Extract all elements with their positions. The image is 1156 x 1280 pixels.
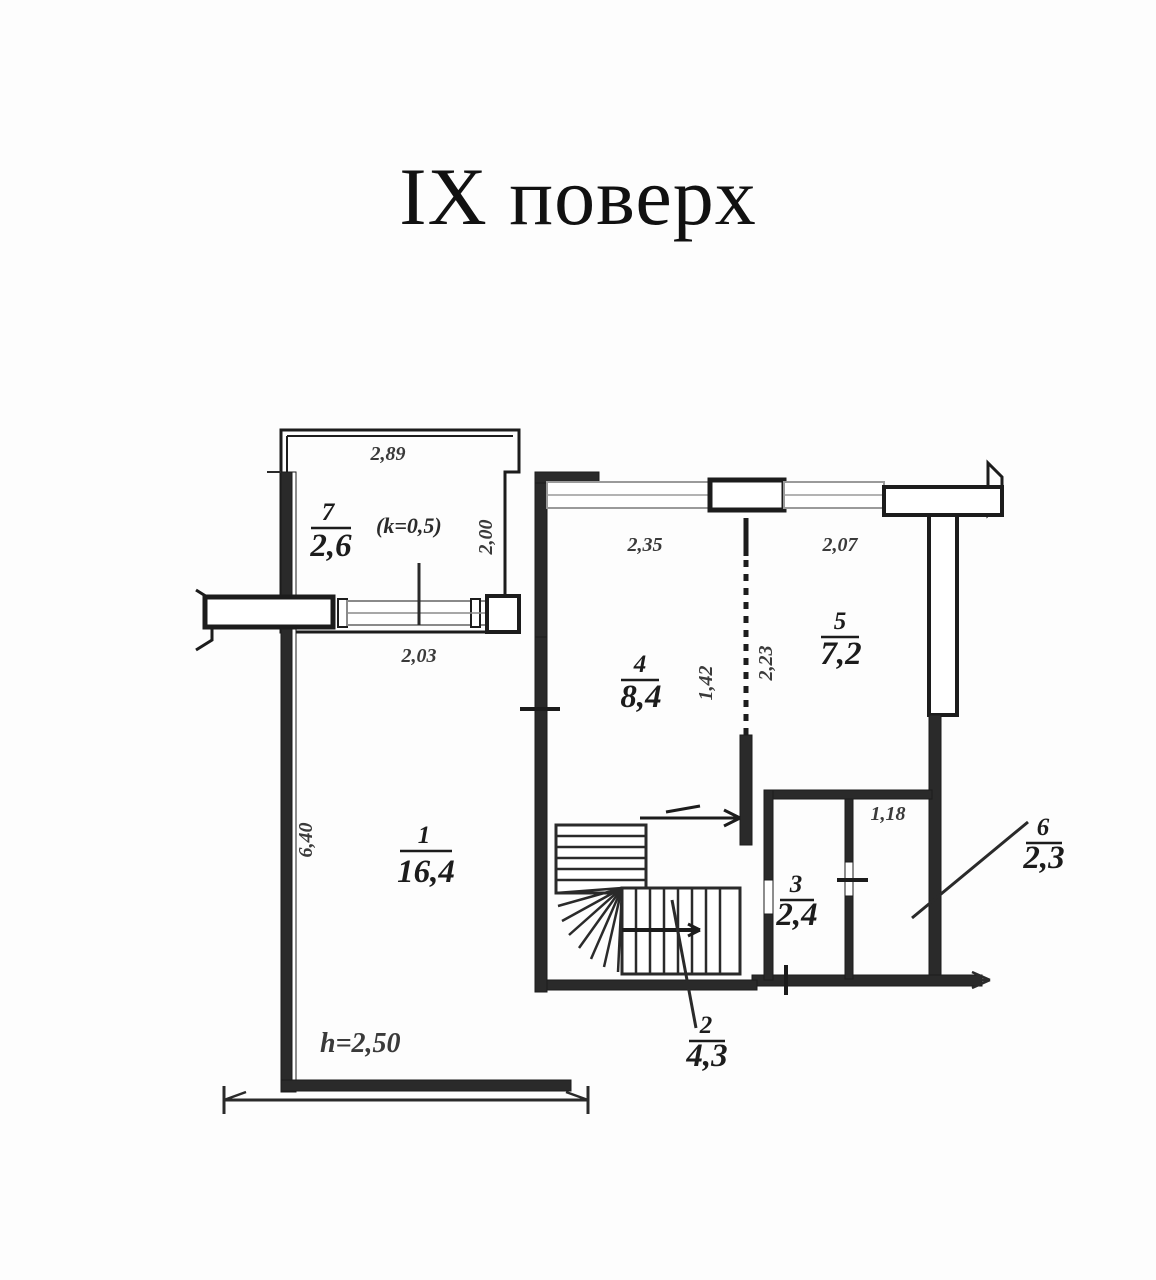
room-2-area: 4,3: [685, 1038, 727, 1074]
room-1-walls: [280, 471, 572, 1093]
top-window-band: [546, 477, 885, 513]
dim-entry-bottom: 2,03: [401, 645, 437, 667]
stair-winder-treads: [555, 886, 624, 973]
dim-left-overall: 6,40: [295, 823, 317, 858]
room-6-number: 6: [1037, 814, 1050, 841]
room-6-area: 2,3: [1022, 840, 1064, 876]
stair-upper-flight: [554, 823, 648, 895]
ceiling-height-note: h=2,50: [320, 1028, 401, 1059]
labels-group: 7 2,6 (k=0,5) 1 16,4 4 8,4 5 7,2 3 2,4 6…: [295, 443, 1065, 1074]
room-1-area: 16,4: [397, 854, 455, 890]
room-7-number: 7: [322, 499, 336, 526]
stair-direction-arrow: [640, 804, 741, 828]
walls-group: [195, 428, 1004, 1093]
dim-kitchen-vert: 2,23: [755, 646, 777, 682]
dim-top-left: 2,89: [370, 443, 406, 465]
page-title: IX поверх: [399, 151, 757, 242]
room-4-number: 4: [633, 651, 647, 678]
room-3-number: 3: [789, 871, 803, 898]
staircase: [554, 804, 742, 976]
dim-balcony-right: 2,00: [475, 520, 497, 556]
room-1-number: 1: [418, 822, 431, 849]
room-5-number: 5: [834, 608, 847, 635]
dim-hall-vert: 1,42: [695, 666, 717, 701]
room-2-walls: [546, 979, 758, 991]
dimension-lines: [222, 471, 1029, 1114]
dim-bath-width: 1,18: [871, 803, 906, 825]
room-3-area: 2,4: [775, 897, 817, 933]
room-2-number: 2: [699, 1012, 713, 1039]
right-outer-wall: [751, 714, 983, 987]
room-5-area: 7,2: [820, 636, 861, 672]
room-4-walls: [534, 471, 753, 846]
stair-lower-flight: [620, 886, 742, 976]
dim-hall-top: 2,35: [627, 534, 663, 556]
room-7-area: 2,6: [309, 528, 352, 564]
balcony-right-outline: [882, 459, 1004, 717]
dim-line-bottom: [222, 1086, 590, 1114]
dim-kitchen-top: 2,07: [822, 534, 859, 556]
room-4-area: 8,4: [620, 679, 661, 715]
room-7-coefficient: (k=0,5): [376, 513, 442, 538]
entry-window-strip: [195, 588, 521, 652]
